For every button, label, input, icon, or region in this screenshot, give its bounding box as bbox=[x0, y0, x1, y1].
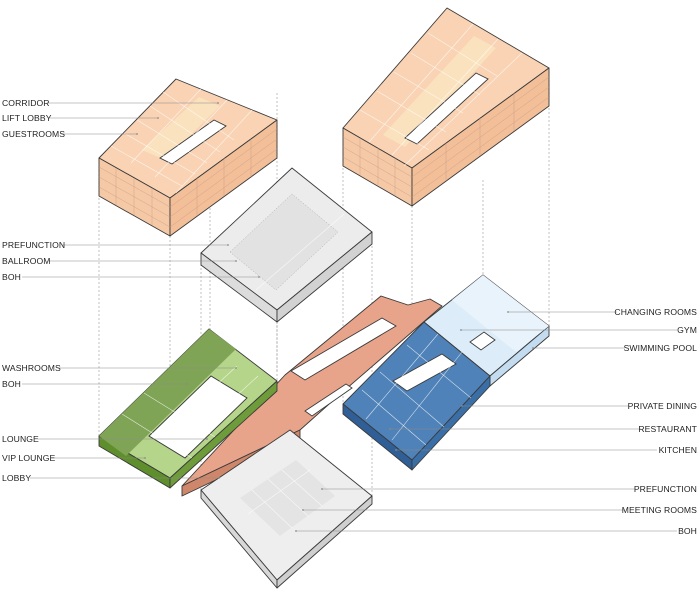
ballroom-block bbox=[200, 167, 373, 323]
guestroom-left-void bbox=[159, 119, 227, 165]
label-changing-rooms: CHANGING ROOMS bbox=[614, 307, 697, 317]
label-vip-lounge: VIP LOUNGE bbox=[2, 453, 56, 463]
guestroom-block-left bbox=[98, 78, 278, 237]
room-grid-left bbox=[98, 88, 278, 228]
label-swimming-pool: SWIMMING POOL bbox=[624, 343, 698, 353]
amenity-block bbox=[423, 274, 550, 387]
label-meeting-rooms: MEETING ROOMS bbox=[622, 505, 697, 515]
label-restaurant: RESTAURANT bbox=[638, 424, 697, 434]
room-grid-right bbox=[342, 23, 550, 198]
lobby-spine-void bbox=[290, 317, 397, 381]
label-ballroom: BALLROOM bbox=[2, 256, 51, 266]
restaurant-void bbox=[392, 353, 457, 392]
restaurant-block bbox=[342, 321, 491, 471]
label-boh-lounge: BOH bbox=[2, 379, 21, 389]
ballroom-side bbox=[276, 231, 373, 323]
corridor-band-left bbox=[142, 97, 220, 160]
labels-right: CHANGING ROOMS GYM SWIMMING POOL PRIVATE… bbox=[614, 307, 697, 536]
label-boh-lower: BOH bbox=[678, 526, 697, 536]
restaurant-side bbox=[411, 375, 491, 471]
lounge-grid bbox=[121, 365, 259, 459]
restaurant-grid bbox=[361, 333, 472, 446]
label-prefunction-lower: PREFUNCTION bbox=[634, 484, 697, 494]
label-lounge: LOUNGE bbox=[2, 434, 39, 444]
label-guestrooms: GUESTROOMS bbox=[2, 129, 65, 139]
label-private-dining: PRIVATE DINING bbox=[628, 401, 698, 411]
guestroom-right-void bbox=[404, 72, 489, 145]
label-gym: GYM bbox=[677, 325, 697, 335]
label-kitchen: KITCHEN bbox=[659, 445, 697, 455]
lobby-spine-top bbox=[181, 295, 443, 487]
label-lift-lobby: LIFT LOBBY bbox=[2, 113, 52, 123]
label-washrooms: WASHROOMS bbox=[2, 363, 61, 373]
corridor-band-right bbox=[383, 36, 496, 147]
lounge-void bbox=[148, 375, 248, 459]
meeting-block bbox=[200, 429, 373, 589]
guestroom-block-right bbox=[342, 7, 550, 207]
label-corridor: CORRIDOR bbox=[2, 98, 50, 108]
gym-void bbox=[469, 331, 496, 351]
label-lobby: LOBBY bbox=[2, 473, 31, 483]
lounge-dark-zone bbox=[99, 329, 236, 456]
label-prefunction-upper: PREFUNCTION bbox=[2, 240, 65, 250]
leader-lines bbox=[22, 102, 677, 532]
lounge-side bbox=[169, 380, 278, 489]
lounge-block bbox=[98, 328, 278, 489]
meeting-room-grid bbox=[247, 469, 323, 529]
meeting-side bbox=[276, 495, 373, 589]
label-boh-upper: BOH bbox=[2, 272, 21, 282]
labels-left: CORRIDOR LIFT LOBBY GUESTROOMS PREFUNCTI… bbox=[2, 98, 65, 483]
